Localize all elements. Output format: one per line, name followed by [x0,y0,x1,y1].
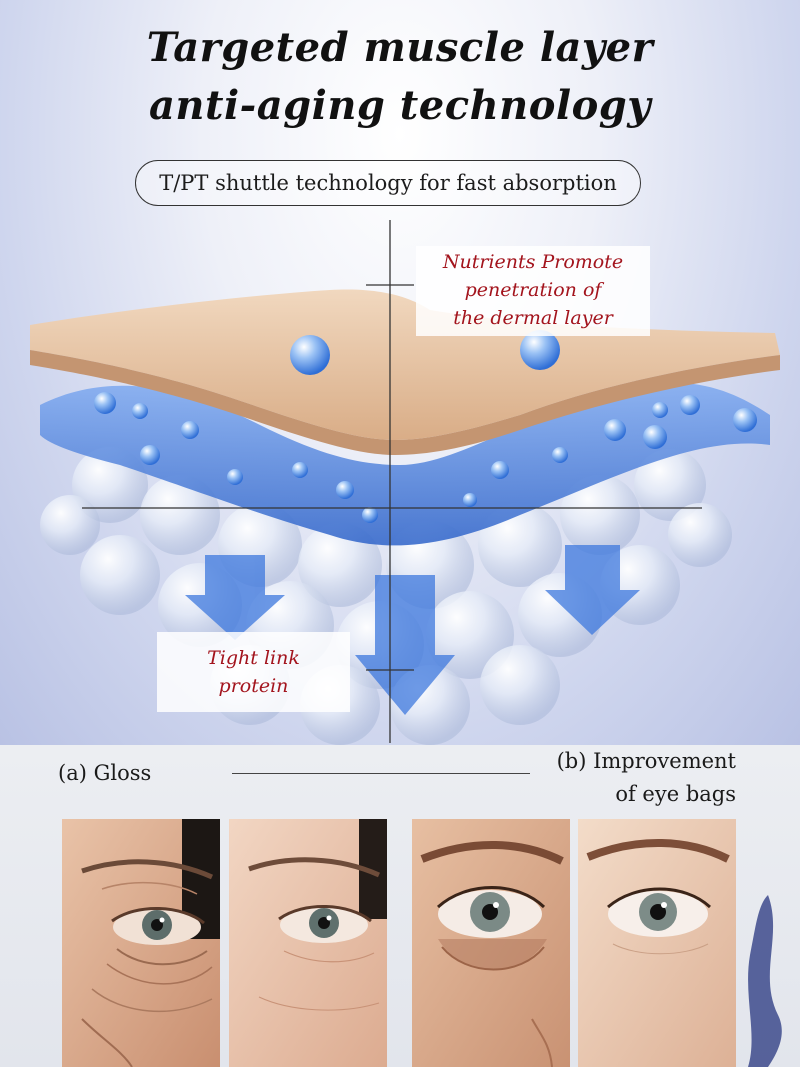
callout-protein: Tight link protein [157,632,350,712]
eye-before-photo-icon [62,819,220,1067]
eye-after-photo-icon [578,819,736,1067]
nutrient-droplets [94,330,757,523]
subtitle-pill: T/PT shuttle technology for fast absorpt… [135,160,641,206]
callout-nutrients-line-3: the dermal layer [453,307,613,329]
callout-protein-line-1: Tight link [207,647,300,669]
absorption-arrows [185,545,640,715]
eye-after-photo-icon [229,819,387,1067]
callout-protein-line-2: protein [218,675,289,697]
section-divider [232,773,530,774]
callout-nutrients: Nutrients Promote penetration of the der… [416,246,650,336]
subtitle-text: T/PT shuttle technology for fast absorpt… [159,171,617,195]
axis-lines [82,220,702,743]
gel-layer [40,382,770,546]
callout-nutrients-line-1: Nutrients Promote [442,251,624,273]
comparison-section: (a) Gloss (b) Improvement of eye bags [0,745,800,1067]
label-eye-bags-line-1: (b) Improvement [556,749,736,773]
hero-section: Targeted muscle layer anti-aging technol… [0,0,800,745]
eye-before-photo-icon [412,819,570,1067]
callout-nutrients-line-2: penetration of [464,279,602,301]
page-title-line-1: Targeted muscle layer [146,24,654,71]
page-title-line-2: anti-aging technology [148,82,652,129]
label-gloss: (a) Gloss [58,761,152,785]
label-eye-bags-line-2: of eye bags [615,782,736,806]
label-eye-bags: (b) Improvement of eye bags [546,745,736,811]
skin-layer-diagram [30,220,780,745]
brush-stroke-icon [748,895,782,1067]
